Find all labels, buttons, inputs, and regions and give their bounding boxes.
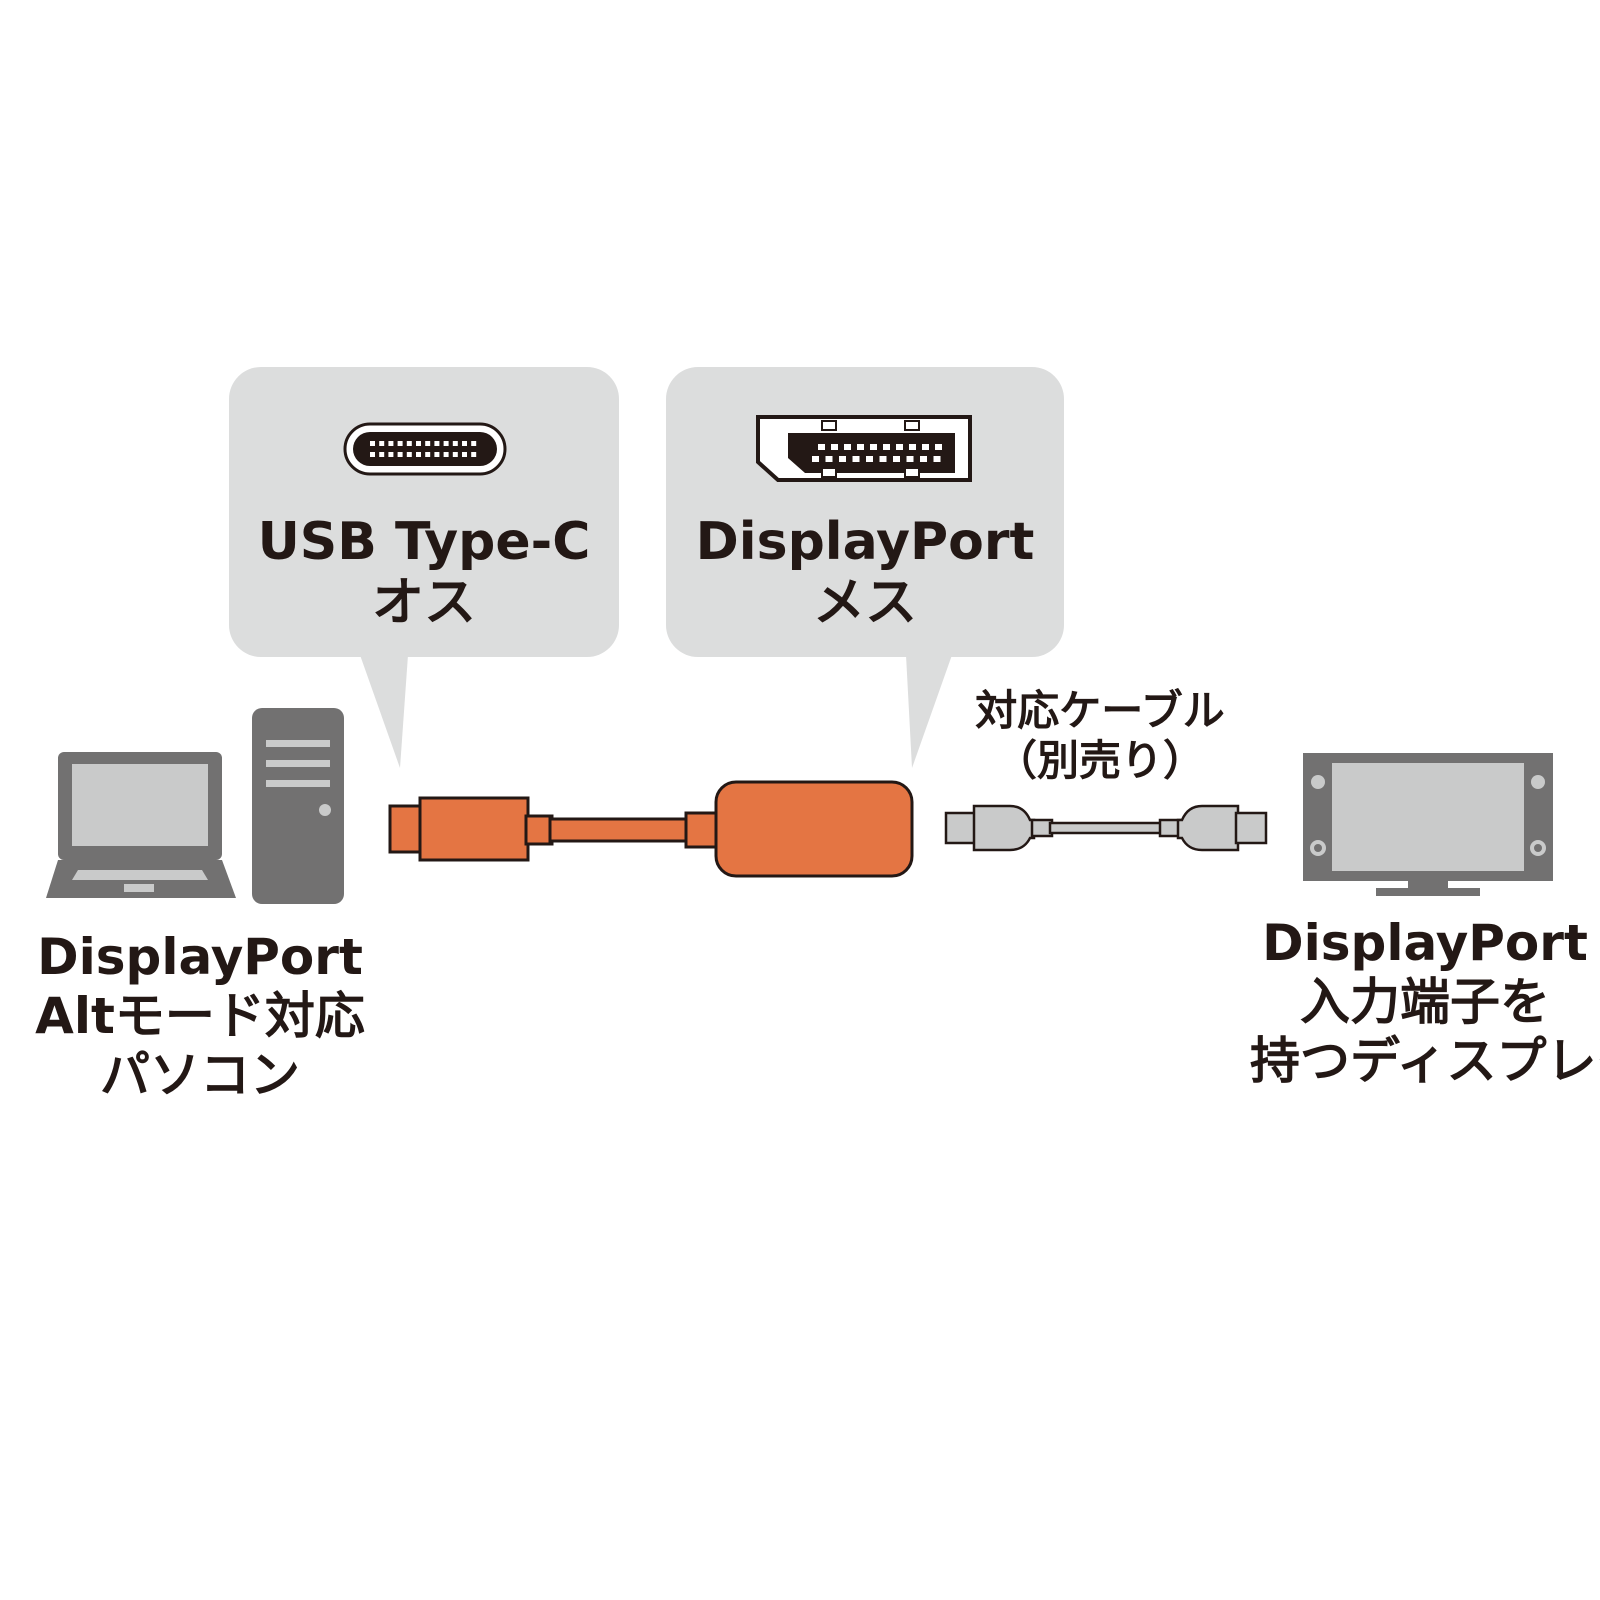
usb-c-pin (452, 452, 458, 457)
usb-c-bubble (229, 367, 619, 768)
laptop-icon (46, 752, 236, 898)
display-label-line2: 入力端子を (1300, 973, 1550, 1031)
pc-label-line1: DisplayPort (37, 928, 363, 986)
cable-note-sold-separately: （別売り） (994, 735, 1205, 785)
cable-note-title: 対応ケーブル (975, 686, 1225, 735)
displayport-pin (831, 444, 838, 450)
displayport-pin (879, 456, 887, 462)
displayport-label: DisplayPort (695, 512, 1035, 572)
usb-c-label: USB Type-C (257, 512, 591, 572)
display-monitor-icon (1303, 753, 1553, 896)
display-label: DisplayPort 入力端子を 持つディスプレイ (1250, 914, 1600, 1091)
displayport-pin (852, 456, 860, 462)
displayport-pin (906, 456, 914, 462)
display-label-line3: 持つディスプレイ (1250, 1032, 1600, 1090)
usb-c-to-displayport-adapter (388, 780, 914, 878)
usb-c-pin (471, 452, 477, 457)
displayport-pin (935, 444, 942, 450)
pc-label-line3: パソコン (100, 1046, 300, 1104)
usb-c-pin (406, 441, 412, 446)
usb-c-pin (416, 452, 421, 457)
usb-c-pin (443, 452, 449, 457)
display-label-line1: DisplayPort (1262, 914, 1588, 972)
pc-label-line2: Altモード対応 (35, 987, 365, 1045)
displayport-pin (920, 456, 927, 462)
displayport-pin (866, 456, 873, 462)
displayport-pin (857, 444, 864, 450)
displayport-pin (909, 444, 916, 450)
displayport-pin (922, 444, 929, 450)
displayport-pin (844, 444, 851, 450)
usb-c-gender-label: オス (371, 573, 476, 634)
usb-c-pin (370, 452, 375, 457)
usb-c-pin (434, 441, 440, 446)
desktop-tower-icon (252, 708, 344, 904)
cable-note: 対応ケーブル （別売り） (960, 686, 1240, 785)
usb-c-pin (434, 452, 440, 457)
usb-c-pin (416, 441, 421, 446)
usb-c-pin (425, 452, 431, 457)
usb-c-pin (471, 441, 477, 446)
displayport-pin (825, 456, 833, 462)
displayport-pin (896, 444, 903, 450)
pc-label: DisplayPort Altモード対応 パソコン (20, 928, 380, 1105)
displayport-bubble-label: DisplayPort メス (666, 512, 1064, 635)
usb-c-pin (462, 452, 467, 457)
usb-c-bubble-label: USB Type-C オス (229, 512, 619, 635)
usb-c-pin (425, 441, 431, 446)
displayport-gender-label: メス (812, 573, 917, 634)
usb-c-pin (406, 452, 412, 457)
displayport-pin (812, 456, 819, 462)
displayport-cable (944, 804, 1268, 852)
usb-c-pin (397, 441, 403, 446)
displayport-pin (839, 456, 846, 462)
displayport-pin (818, 444, 825, 450)
usb-c-pin (452, 441, 458, 446)
usb-c-pin (462, 441, 467, 446)
usb-c-pin (379, 441, 385, 446)
displayport-pin (870, 444, 877, 450)
usb-c-pin (388, 452, 394, 457)
usb-c-pin (388, 441, 394, 446)
displayport-pin (933, 456, 941, 462)
usb-c-pin (379, 452, 385, 457)
usb-c-pin (443, 441, 449, 446)
usb-c-pin (397, 452, 403, 457)
usb-c-port-icon (343, 422, 507, 476)
usb-c-pin (370, 441, 375, 446)
displayport-pin (893, 456, 900, 462)
displayport-port-icon (756, 415, 972, 482)
displayport-pin (883, 444, 890, 450)
